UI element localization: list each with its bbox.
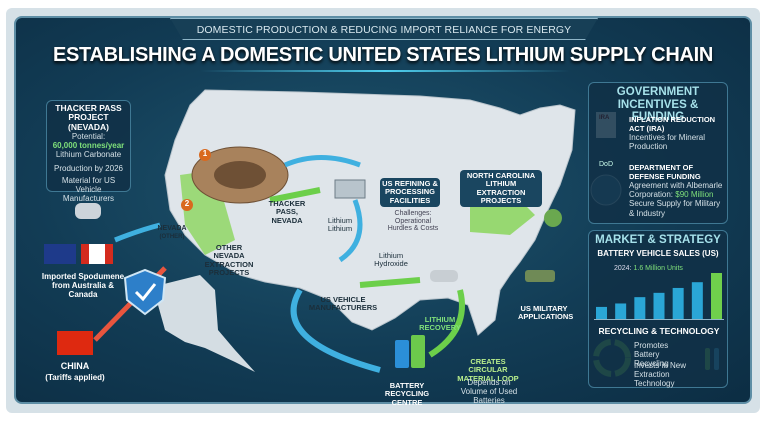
ira-title: INFLATION REDUCTION ACT (IRA) xyxy=(629,115,716,133)
sales-bar-chart xyxy=(594,273,724,320)
thacker-pass-panel: THACKER PASS PROJECT (NEVADA) Potential:… xyxy=(46,100,131,203)
circular-loop-note: Depends on Volume of Used Batteries xyxy=(460,378,518,406)
subtitle-banner: DOMESTIC PRODUCTION & REDUCING IMPORT RE… xyxy=(170,18,598,40)
dod-text2: Secure Supply for Military & Industry xyxy=(629,199,721,218)
arrow-hydroxide xyxy=(359,277,421,288)
sales-bar xyxy=(653,292,665,319)
china-note: (Tariffs applied) xyxy=(45,373,105,382)
military-label: US MILITARY APPLICATIONS xyxy=(518,304,574,322)
potential-label: Potential: xyxy=(71,132,106,142)
china-flag xyxy=(57,331,93,355)
pin-2-marker xyxy=(181,199,193,211)
battery-green-icon xyxy=(411,335,425,368)
annotation-year: 2024: xyxy=(614,265,632,272)
money-bag-icon xyxy=(544,209,562,227)
ira-icon-label: IRA xyxy=(599,115,610,121)
arrow-thacker-to-refining xyxy=(284,155,361,168)
product-label: Lithium Carbonate xyxy=(55,150,122,160)
recycling-centre-label: BATTERY RECYCLING CENTRE xyxy=(384,381,430,407)
government-incentives-panel: GOVERNMENT INCENTIVES & FUNDING IRA INFL… xyxy=(588,82,728,224)
thacker-heading: THACKER PASS PROJECT (NEVADA) xyxy=(55,103,122,132)
arrow-vehicle-to-recycling xyxy=(290,288,381,373)
lithium-label: Lithium Lithium xyxy=(327,216,353,234)
north-carolina-region xyxy=(470,200,535,235)
sales-bar xyxy=(596,306,607,319)
recycling-heading: RECYCLING & TECHNOLOGY xyxy=(598,326,720,336)
arrow-refining-to-vehicle xyxy=(338,199,363,263)
arrow-mine-to-lithium xyxy=(269,187,321,203)
security-shield-icon xyxy=(123,268,167,316)
lithium-recovery-label: LITHIUM RECOVERY xyxy=(419,315,461,333)
nevada-other-label: NEVADA(OTHER) xyxy=(150,225,194,240)
gov-heading: GOVERNMENT INCENTIVES & FUNDING xyxy=(616,86,700,124)
battery-blue-icon xyxy=(395,340,409,368)
pin-1-label: 1 xyxy=(202,149,208,158)
dod-amount: $90 Million xyxy=(675,190,714,200)
dod-text: Agreement with Albemarle Corporation: xyxy=(629,181,723,200)
circular-loop-label: CREATES CIRCULAR MATERIAL LOOP xyxy=(457,357,519,383)
sales-bar xyxy=(672,287,684,319)
pin-1-marker xyxy=(199,149,211,161)
market-strategy-panel: MARKET & STRATEGY BATTERY VEHICLE SALES … xyxy=(588,230,728,388)
chart-title: BATTERY VEHICLE SALES (US) xyxy=(597,248,719,258)
imports-label: Imported Spodumene from Australia & Cana… xyxy=(41,272,125,300)
material-note: Material for US Vehicle Manufacturers xyxy=(61,175,116,204)
mine-pit xyxy=(214,161,266,189)
nevada-label: NEVADA xyxy=(157,225,187,232)
nevada-region xyxy=(180,170,235,255)
tank-icon xyxy=(525,270,555,282)
pin-2-label: 2 xyxy=(184,199,190,208)
other-sub-label: (OTHER) xyxy=(159,233,185,240)
dod-icon-label: DoD xyxy=(599,161,614,168)
chart-annotation: 2024: 1.6 Million Units xyxy=(614,265,683,272)
us-mainland-shape xyxy=(164,89,576,336)
other-nevada-label: OTHER NEVADA EXTRACTION PROJECTS xyxy=(204,243,254,277)
rock-icon xyxy=(75,203,101,219)
annotation-value: 1.6 Million Units xyxy=(633,265,683,272)
hydroxide-label: Lithium Hydroxide xyxy=(374,251,408,269)
refining-note: Challenges: Operational Hurdles & Costs xyxy=(387,210,439,233)
canada-flag xyxy=(81,244,113,264)
vehicle-manufacturers-label: US VEHICLE MANUFACTURERS xyxy=(308,295,378,313)
china-label: CHINA xyxy=(60,361,90,371)
alaska-shape xyxy=(158,275,255,372)
north-carolina-label: NORTH CAROLINA LITHIUM EXTRACTION PROJEC… xyxy=(460,170,542,207)
arrow-imports xyxy=(114,222,161,243)
production-date: Production by 2026 xyxy=(54,163,123,173)
check-icon xyxy=(134,283,157,302)
technology-point: Invests in New Extraction Technology xyxy=(634,361,687,389)
refining-label: US REFINING & PROCESSING FACILITIES xyxy=(380,178,440,207)
thacker-pass-map-label: THACKER PASS, NEVADA xyxy=(268,199,306,225)
market-heading: MARKET & STRATEGY xyxy=(595,234,721,246)
sales-bar xyxy=(615,303,627,319)
australia-flag xyxy=(44,244,76,264)
recycling-point: Promotes Battery Recycling xyxy=(634,341,669,369)
arrow-recovery xyxy=(428,289,465,358)
capacity-value: 60,000 tonnes/year xyxy=(52,141,125,151)
page-title: ESTABLISHING A DOMESTIC UNITED STATES LI… xyxy=(52,44,714,66)
ira-text: Incentives for Mineral Production xyxy=(629,133,706,152)
sales-bar xyxy=(634,297,646,319)
dod-title: DEPARTMENT OF DEFENSE FUNDING xyxy=(629,163,701,181)
sales-bar xyxy=(691,282,703,319)
title-underline xyxy=(200,70,570,72)
refining-facility-icon xyxy=(334,179,366,199)
car-icon xyxy=(430,270,458,282)
sales-bar xyxy=(711,273,722,319)
